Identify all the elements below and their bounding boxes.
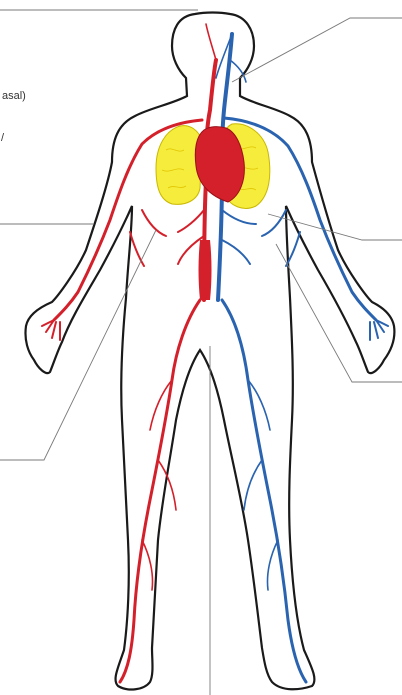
aorta	[199, 240, 212, 300]
leader-line-right-arm	[268, 214, 402, 240]
leader-line-top-right	[232, 18, 402, 82]
